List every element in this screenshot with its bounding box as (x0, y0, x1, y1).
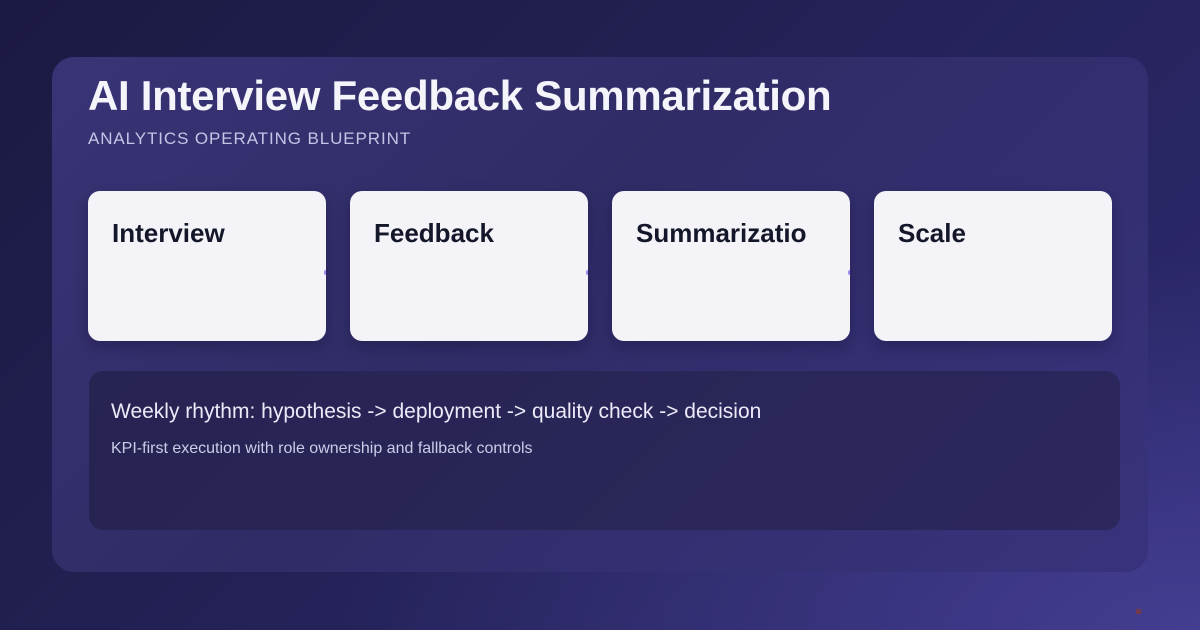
summary-secondary-text: KPI-first execution with role ownership … (111, 440, 533, 458)
connector-line-1 (324, 270, 326, 275)
stage-card-4[interactable]: Scale (874, 191, 1112, 341)
stage-card-1[interactable]: Interview (88, 191, 326, 341)
corner-mark-artifact (1136, 609, 1141, 614)
connector-line-3 (848, 270, 850, 275)
summary-panel: Weekly rhythm: hypothesis -> deployment … (89, 371, 1120, 530)
connector-line-2 (586, 270, 588, 275)
stage-card-3-label: Summarizatio (636, 219, 807, 248)
stage-card-2[interactable]: Feedback (350, 191, 588, 341)
stage-card-1-label: Interview (112, 219, 225, 248)
content-panel: AI Interview Feedback Summarization ANAL… (52, 57, 1148, 572)
header: AI Interview Feedback Summarization ANAL… (88, 72, 1112, 149)
stage-card-2-label: Feedback (374, 219, 494, 248)
stage-card-4-label: Scale (898, 219, 966, 248)
stage-cards-row: Interview Feedback Summarizatio Scale (88, 191, 1112, 341)
page-title: AI Interview Feedback Summarization (88, 72, 832, 119)
stage-card-3[interactable]: Summarizatio (612, 191, 850, 341)
summary-primary-text: Weekly rhythm: hypothesis -> deployment … (111, 400, 762, 423)
page-subtitle: ANALYTICS OPERATING BLUEPRINT (88, 128, 412, 148)
